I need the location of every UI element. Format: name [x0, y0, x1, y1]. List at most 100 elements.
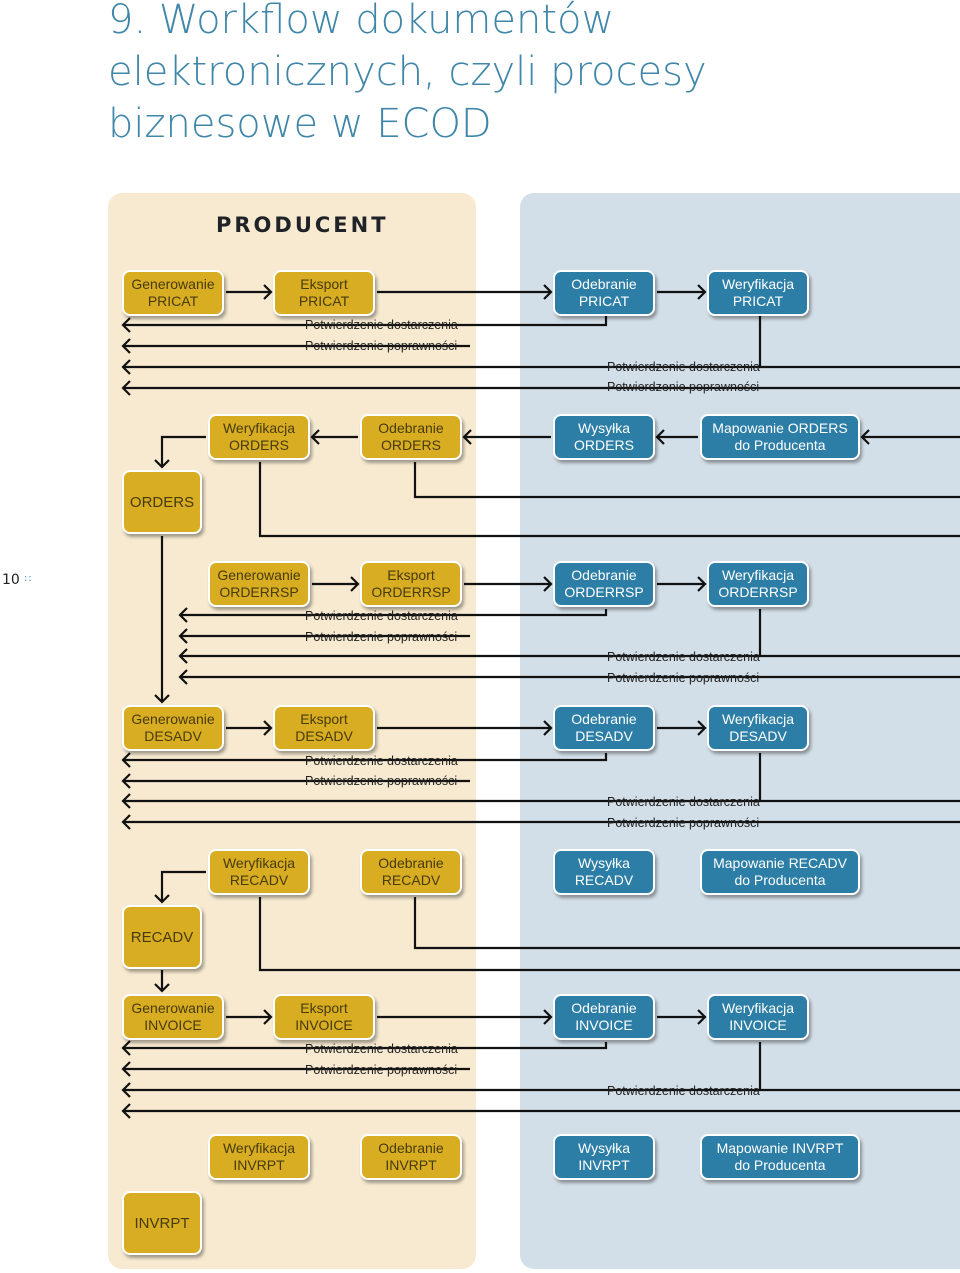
- connector-line: [470, 753, 608, 762]
- arrow-head: [697, 576, 707, 592]
- wer-pricat-box: Weryfikacja PRICAT: [707, 270, 809, 316]
- wys-orders-label: Wysyłka ORDERS: [574, 420, 634, 453]
- delivery-confirmation-label: Potwierdzenie dostarczenia: [305, 318, 458, 332]
- wer-orders-label: Weryfikacja ORDERS: [222, 420, 296, 453]
- gen-pricat-label: Generowanie PRICAT: [131, 276, 215, 309]
- wys-invrpt-label: Wysyłka INVRPT: [578, 1140, 630, 1173]
- correctness-confirmation-label: Potwierdzenie poprawności: [607, 380, 760, 394]
- arrow-head: [154, 459, 170, 469]
- connector-line: [258, 462, 960, 538]
- correctness-confirmation-label: Potwierdzenie poprawności: [305, 339, 458, 353]
- arrow-head: [121, 752, 131, 768]
- gen-orderrsp-box: Generowanie ORDERRSP: [208, 561, 310, 607]
- exp-invoice-label: Eksport INVOICE: [295, 1000, 353, 1033]
- connector-line: [470, 609, 608, 617]
- wer-invoice-label: Weryfikacja INVOICE: [721, 1000, 795, 1033]
- map-invrpt-label: Mapowanie INVRPT do Producenta: [716, 1140, 844, 1173]
- gen-invoice-box: Generowanie INVOICE: [122, 994, 224, 1040]
- arrow-head: [154, 983, 170, 993]
- map-orders-box: Mapowanie ORDERS do Producenta: [700, 414, 860, 460]
- recadv-box: RECADV: [122, 905, 202, 969]
- connector-line: [758, 316, 960, 369]
- arrow-head: [543, 1009, 553, 1025]
- orders-label: ORDERS: [129, 493, 195, 511]
- odb-recadv-label: Odebranie RECADV: [378, 855, 444, 888]
- title-line-3: biznesowe w ECOD: [108, 101, 492, 147]
- arrow-head: [697, 284, 707, 300]
- arrow-head: [121, 773, 131, 789]
- title-line-2: elektronicznych, czyli procesy: [108, 49, 707, 95]
- map-recadv-box: Mapowanie RECADV do Producenta: [700, 849, 860, 895]
- exp-desadv-box: Eksport DESADV: [273, 705, 375, 751]
- page-number-dots: ::: [24, 573, 33, 584]
- delivery-confirmation-label: Potwierdzenie dostarczenia: [607, 795, 760, 809]
- gen-desadv-box: Generowanie DESADV: [122, 705, 224, 751]
- arrow-head: [543, 284, 553, 300]
- gen-orderrsp-label: Generowanie ORDERRSP: [217, 567, 301, 600]
- arrow-head: [121, 1040, 131, 1056]
- arrow-head: [178, 648, 188, 664]
- connector-line: [758, 753, 960, 803]
- arrow-head: [178, 607, 188, 623]
- arrow-head: [121, 1082, 131, 1098]
- wys-invrpt-box: Wysyłka INVRPT: [553, 1134, 655, 1180]
- exp-orderrsp-box: Eksport ORDERRSP: [360, 561, 462, 607]
- arrow-head: [310, 429, 320, 445]
- connector-line: [258, 897, 960, 972]
- wer-pricat-label: Weryfikacja PRICAT: [721, 276, 795, 309]
- arrow-head: [121, 380, 131, 396]
- wer-invoice-box: Weryfikacja INVOICE: [707, 994, 809, 1040]
- odb-orderrsp-label: Odebranie ORDERRSP: [564, 567, 644, 600]
- arrow-head: [263, 284, 273, 300]
- odb-orders-box: Odebranie ORDERS: [360, 414, 462, 460]
- odb-invrpt-box: Odebranie INVRPT: [360, 1134, 462, 1180]
- wys-orders-box: Wysyłka ORDERS: [553, 414, 655, 460]
- delivery-confirmation-label: Potwierdzenie dostarczenia: [607, 650, 760, 664]
- arrow-head: [121, 317, 131, 333]
- exp-pricat-label: Eksport PRICAT: [298, 276, 350, 309]
- correctness-confirmation-label: Potwierdzenie poprawności: [305, 1063, 458, 1077]
- delivery-confirmation-label: Potwierdzenie dostarczenia: [305, 1042, 458, 1056]
- gen-desadv-label: Generowanie DESADV: [131, 711, 215, 744]
- connector-line: [470, 316, 608, 327]
- delivery-confirmation-label: Potwierdzenie dostarczenia: [607, 360, 760, 374]
- recadv-label: RECADV: [130, 928, 194, 946]
- odb-desadv-label: Odebranie DESADV: [571, 711, 637, 744]
- wer-recadv-box: Weryfikacja RECADV: [208, 849, 310, 895]
- connector-line: [413, 897, 960, 950]
- arrow-head: [178, 669, 188, 685]
- odb-invoice-label: Odebranie INVOICE: [571, 1000, 637, 1033]
- odb-invrpt-label: Odebranie INVRPT: [378, 1140, 444, 1173]
- correctness-confirmation-label: Potwierdzenie poprawności: [607, 671, 760, 685]
- arrow-head: [697, 1009, 707, 1025]
- arrow-head: [121, 793, 131, 809]
- title-line-1: 9. Workflow dokumentów: [108, 0, 615, 43]
- exp-desadv-label: Eksport DESADV: [295, 711, 353, 744]
- arrow-head: [543, 576, 553, 592]
- page-title: 9. Workflow dokumentów elektronicznych, …: [108, 0, 707, 150]
- arrow-head: [121, 1061, 131, 1077]
- wer-recadv-label: Weryfikacja RECADV: [222, 855, 296, 888]
- arrow-head: [860, 429, 870, 445]
- wer-invrpt-label: Weryfikacja INVRPT: [222, 1140, 296, 1173]
- map-invrpt-box: Mapowanie INVRPT do Producenta: [700, 1134, 860, 1180]
- arrow-head: [263, 720, 273, 736]
- delivery-confirmation-label: Potwierdzenie dostarczenia: [607, 1084, 760, 1098]
- arrow-head: [154, 894, 170, 904]
- correctness-confirmation-label: Potwierdzenie poprawności: [305, 630, 458, 644]
- odb-pricat-label: Odebranie PRICAT: [571, 276, 637, 309]
- correctness-confirmation-label: Potwierdzenie poprawności: [607, 816, 760, 830]
- orders-box: ORDERS: [122, 470, 202, 534]
- odb-orders-label: Odebranie ORDERS: [378, 420, 444, 453]
- odb-invoice-box: Odebranie INVOICE: [553, 994, 655, 1040]
- odb-orderrsp-box: Odebranie ORDERRSP: [553, 561, 655, 607]
- wer-orders-box: Weryfikacja ORDERS: [208, 414, 310, 460]
- gen-invoice-label: Generowanie INVOICE: [131, 1000, 215, 1033]
- wer-desadv-box: Weryfikacja DESADV: [707, 705, 809, 751]
- arrow-head: [350, 576, 360, 592]
- arrow-head: [697, 720, 707, 736]
- map-orders-label: Mapowanie ORDERS do Producenta: [712, 420, 848, 453]
- gen-pricat-box: Generowanie PRICAT: [122, 270, 224, 316]
- invrpt-label: INVRPT: [134, 1214, 190, 1232]
- arrow-head: [543, 720, 553, 736]
